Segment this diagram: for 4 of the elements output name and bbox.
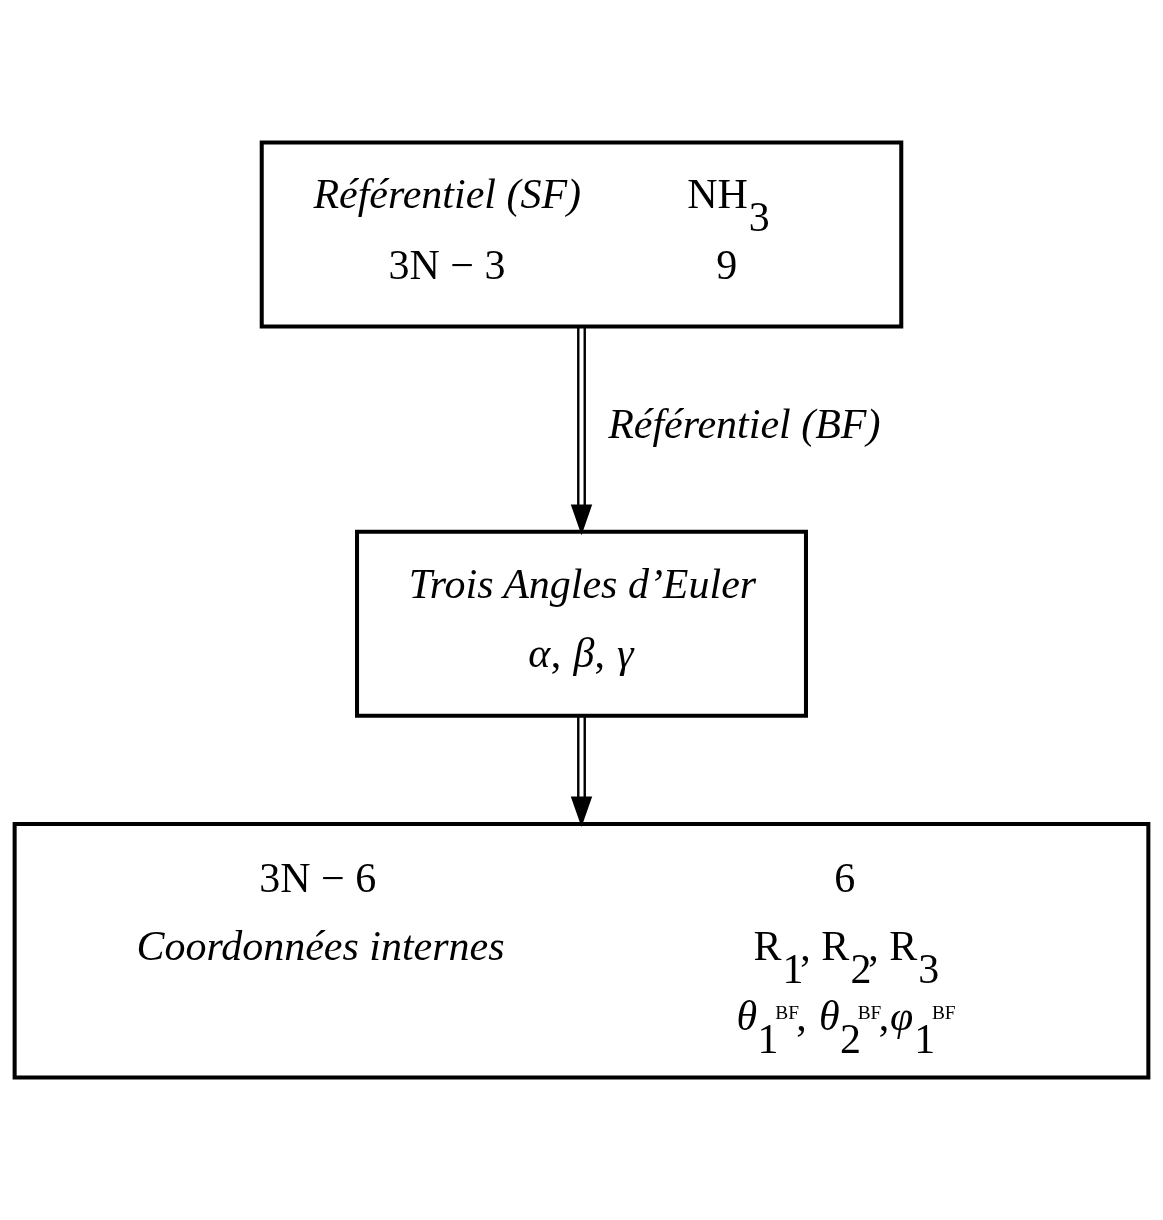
- node-box: Trois Angles d’Euler α, β, γ: [355, 529, 808, 718]
- edge-label: Référentiel (BF): [608, 401, 881, 448]
- arrow: [570, 716, 593, 828]
- arrow: [570, 326, 593, 536]
